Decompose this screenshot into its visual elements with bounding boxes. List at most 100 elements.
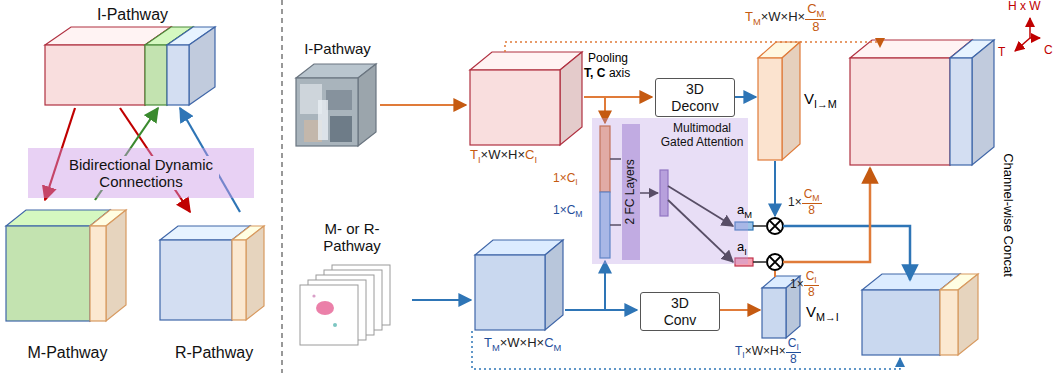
fraction-numerator: CM xyxy=(805,2,826,20)
cube-side xyxy=(358,64,376,146)
label-text: Pooling xyxy=(588,51,628,65)
node-label: Bidirectional Dynamic Connections xyxy=(63,156,219,191)
cube-front xyxy=(145,45,167,105)
subscript: M xyxy=(554,343,562,353)
label-text: 8 xyxy=(790,352,797,366)
i-feature-slab xyxy=(232,226,264,320)
label-text: 1× xyxy=(553,203,567,217)
pathway-cube: M-Pathway xyxy=(0,200,135,362)
vector-size-label: 1×CI xyxy=(553,172,578,188)
i-pathway-cube xyxy=(45,27,171,105)
fraction-numerator: CI xyxy=(786,337,801,353)
cube-side xyxy=(246,226,264,320)
flow-arrow xyxy=(472,331,900,369)
label-text: T xyxy=(484,335,492,350)
i-feature-cube xyxy=(470,52,582,145)
dimension-label: TM×W×H×CM8 xyxy=(745,2,826,34)
node-label: Multimodal Gated Attention xyxy=(660,122,744,150)
label-text: ×W×H× xyxy=(745,344,786,358)
subscript: M xyxy=(812,193,819,203)
multiply-circle xyxy=(767,254,783,270)
fraction-denominator: 8 xyxy=(808,204,815,217)
fraction: CM8 xyxy=(805,2,826,34)
flow-arrow xyxy=(505,42,880,52)
subscript: M xyxy=(753,17,761,27)
flow-arrow xyxy=(1029,18,1031,38)
fraction: CI8 xyxy=(786,337,801,366)
fraction-denominator: 8 xyxy=(808,286,815,299)
process-box: 3D Conv xyxy=(640,292,720,331)
cube-side xyxy=(106,210,126,321)
cube-side xyxy=(560,52,582,145)
subscript: M xyxy=(817,9,825,19)
label-text: C xyxy=(544,335,553,350)
label-text: a xyxy=(737,202,744,217)
vector-size-label: 1×CM8 xyxy=(788,188,822,217)
flow-arrow xyxy=(753,225,767,227)
subscript: I→M xyxy=(814,98,837,110)
subscript: M xyxy=(744,210,752,220)
volume-label: VM→I xyxy=(806,303,839,323)
label-text: C xyxy=(1044,43,1053,57)
label-text: C xyxy=(806,269,815,283)
subscript: M xyxy=(575,209,582,219)
fc-layer-bar: 2 FC Layers xyxy=(622,124,640,260)
multiply-cross xyxy=(769,220,780,231)
cube-side xyxy=(958,274,978,355)
cube-front xyxy=(6,226,90,321)
multiply-circle xyxy=(767,218,783,234)
label-text: C xyxy=(804,187,813,201)
panel-separator xyxy=(281,0,283,373)
subscript: M→I xyxy=(816,311,839,323)
m-pathway-cube xyxy=(6,210,110,321)
pathway-cube: I-Pathway xyxy=(40,6,225,108)
label-text: 1× xyxy=(553,171,567,185)
r-feature-slab xyxy=(167,27,215,105)
label-text: 1× xyxy=(788,195,802,209)
label-text: T xyxy=(998,45,1005,59)
flow-arrow xyxy=(380,104,466,106)
fraction-denominator: 8 xyxy=(812,20,819,34)
flow-arrow xyxy=(783,168,870,262)
subscript: I xyxy=(534,155,537,165)
cube-front xyxy=(940,290,958,355)
operation-label: Pooling xyxy=(588,52,628,66)
cube-side xyxy=(545,240,563,330)
flow-arrow xyxy=(584,96,652,98)
fraction: CI8 xyxy=(804,270,819,299)
flow-blob xyxy=(316,301,334,315)
operation-label: T, C axis xyxy=(584,67,630,81)
m-feature-cube xyxy=(475,240,563,330)
label-text: T, C xyxy=(584,66,605,80)
label-text: T xyxy=(745,9,753,24)
label-text: 8 xyxy=(812,19,819,34)
video-patch xyxy=(326,90,352,110)
multiply-cross xyxy=(769,256,780,267)
video-patch xyxy=(318,100,328,140)
label-text: V xyxy=(804,90,814,107)
r-pathway-cube xyxy=(160,226,250,320)
label-text: C xyxy=(567,203,576,217)
video-patch xyxy=(330,116,352,142)
cube-front xyxy=(950,58,972,165)
concat-slab xyxy=(950,40,994,165)
cube-front xyxy=(232,240,246,320)
label-text: Channel-wise Concat xyxy=(1001,153,1016,277)
node-label: R-Pathway xyxy=(175,344,253,362)
label-text: 8 xyxy=(808,203,815,217)
i-feature-slab xyxy=(90,210,126,321)
flow-dot xyxy=(333,323,337,327)
subscript: I xyxy=(742,350,744,360)
label-text: H x W xyxy=(1008,0,1041,13)
node-label: 3D Deconv xyxy=(665,81,725,113)
fraction: CM8 xyxy=(802,188,822,217)
flow-frame xyxy=(300,285,358,345)
flow-arrow xyxy=(774,271,776,277)
flow-dot xyxy=(312,294,315,297)
label-text: a xyxy=(737,239,744,254)
label-text: axis xyxy=(609,66,630,80)
concat-label: Channel-wise Concat xyxy=(1001,153,1016,277)
flow-arrow xyxy=(565,309,637,311)
pathway-cube: R-Pathway xyxy=(150,212,278,362)
multiply-symbol xyxy=(767,218,783,234)
